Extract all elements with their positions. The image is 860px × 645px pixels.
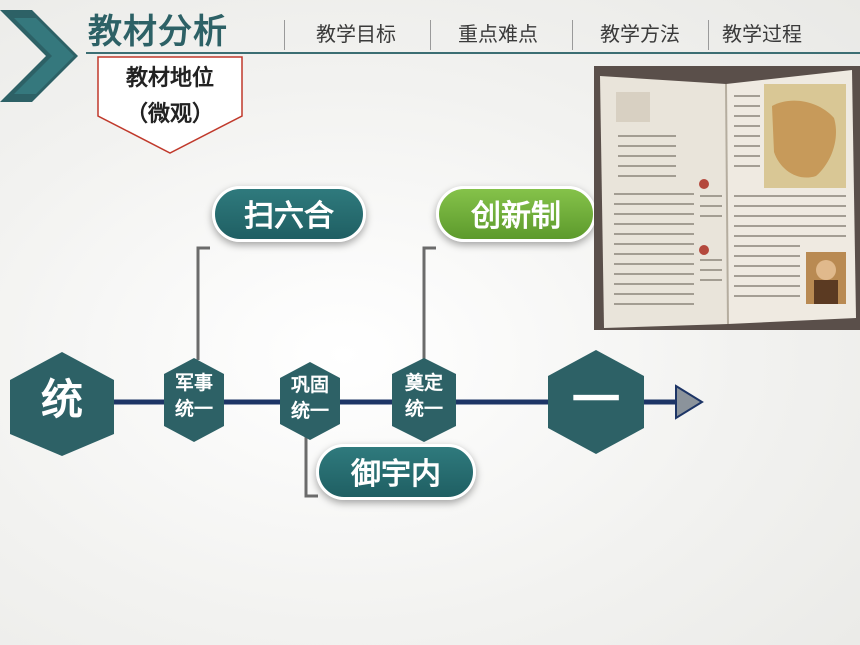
nav-item-methods[interactable]: 教学方法 — [600, 22, 680, 46]
end-hexagon — [548, 350, 644, 454]
bracket-system — [422, 246, 436, 360]
node-military: 军事 统一 — [164, 370, 224, 422]
node-label-line2: 统一 — [290, 400, 329, 422]
textbook-photo — [594, 66, 860, 330]
nav-divider — [430, 20, 431, 50]
banner-tag — [97, 56, 243, 154]
chevron-logo-icon — [0, 10, 78, 102]
node-hexagon-military — [164, 358, 224, 442]
timeline-start-label: 统 — [40, 375, 83, 424]
nav-divider — [708, 20, 709, 50]
bracket-military — [196, 246, 210, 360]
tag-sublabel: （微观） — [125, 101, 214, 127]
title-underline — [86, 52, 860, 54]
pill-new-system: 创新制 — [436, 186, 596, 242]
nav-item-key-points[interactable]: 重点难点 — [458, 22, 538, 46]
nav-item-goals[interactable]: 教学目标 — [316, 22, 396, 46]
node-hexagon-establish — [392, 358, 456, 442]
node-label-line1: 军事 — [174, 372, 213, 394]
start-hexagon — [10, 352, 114, 456]
textbook-page-image — [594, 66, 860, 330]
timeline-end-label: 一 — [571, 372, 620, 428]
pill-consolidate-rule: 御宇内 — [316, 444, 476, 500]
nav-divider — [284, 20, 285, 50]
node-label-line2: 统一 — [174, 398, 213, 420]
nav-divider — [572, 20, 573, 50]
page-title: 教材分析 — [88, 12, 228, 52]
node-label-line2: 统一 — [404, 398, 443, 420]
node-label-line1: 奠定 — [404, 372, 443, 394]
tag-label: 教材地位 — [125, 65, 214, 91]
node-label-line1: 巩固 — [290, 374, 329, 396]
nav-item-process[interactable]: 教学过程 — [722, 22, 802, 46]
arrow-head-icon — [675, 384, 704, 420]
node-hexagon-consolidate — [280, 362, 340, 440]
node-consolidate: 巩固 统一 — [280, 372, 340, 424]
node-establish: 奠定 统一 — [394, 370, 454, 422]
pill-military-unification: 扫六合 — [212, 186, 366, 242]
bracket-consolidate — [304, 436, 318, 498]
